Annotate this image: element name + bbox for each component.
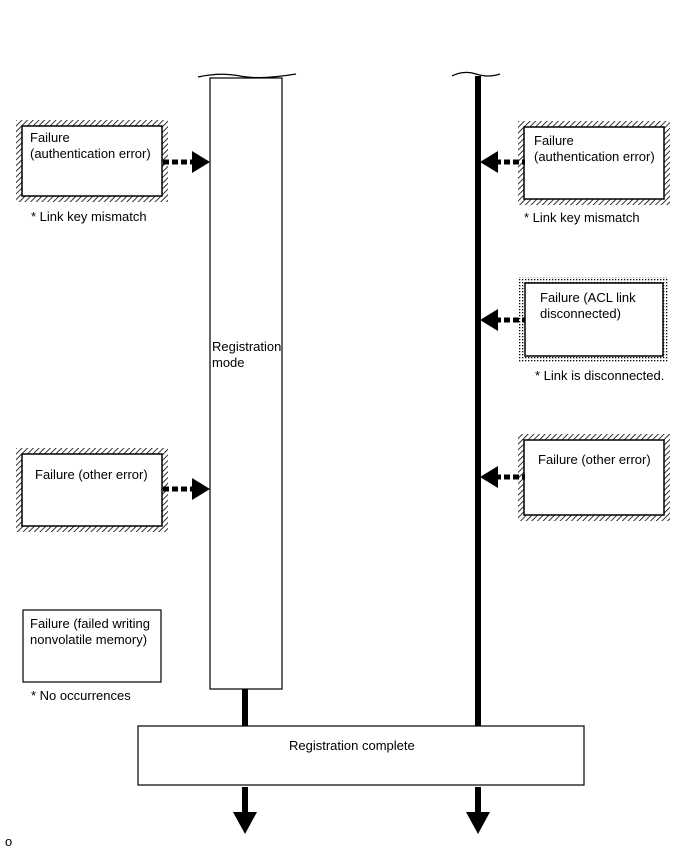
right-auth-error-note: * Link key mismatch bbox=[524, 210, 640, 225]
right-acl-error-arrow bbox=[480, 309, 525, 331]
right-other-error-label: Failure (other error) bbox=[538, 452, 651, 467]
right-timeline-break-line bbox=[451, 71, 501, 77]
left-column-break-line bbox=[197, 73, 297, 79]
right-acl-error-label: Failure (ACL link disconnected) bbox=[540, 290, 636, 321]
bottom-right-arrow bbox=[466, 787, 490, 834]
right-auth-error-label: Failure (authentication error) bbox=[534, 133, 655, 164]
left-nvm-error-note: * No occurrences bbox=[31, 688, 131, 703]
left-auth-error-arrow bbox=[163, 151, 210, 173]
left-other-error-box bbox=[16, 448, 168, 532]
right-other-error-arrow bbox=[480, 466, 525, 488]
right-auth-error-box bbox=[518, 121, 670, 205]
registration-mode-label: Registration mode bbox=[212, 339, 282, 370]
left-nvm-error-label: Failure (failed writing nonvolatile memo… bbox=[30, 616, 150, 647]
registration-complete-label: Registration complete bbox=[289, 738, 415, 753]
left-other-error-label: Failure (other error) bbox=[35, 467, 148, 482]
right-acl-error-box bbox=[519, 277, 669, 362]
bottom-left-arrow bbox=[233, 787, 257, 834]
left-auth-error-label: Failure (authentication error) bbox=[30, 130, 151, 161]
right-auth-error-arrow bbox=[480, 151, 525, 173]
left-auth-error-note: * Link key mismatch bbox=[31, 209, 147, 224]
left-other-error-arrow bbox=[163, 478, 210, 500]
left-auth-error-box bbox=[16, 120, 168, 202]
right-other-error-box bbox=[518, 434, 670, 521]
registration-mode-column bbox=[209, 77, 283, 690]
right-acl-error-note: * Link is disconnected. bbox=[535, 368, 665, 383]
figure-code: o bbox=[5, 834, 13, 849]
left-nvm-error-box bbox=[22, 609, 162, 683]
registration-complete-box bbox=[137, 725, 585, 786]
